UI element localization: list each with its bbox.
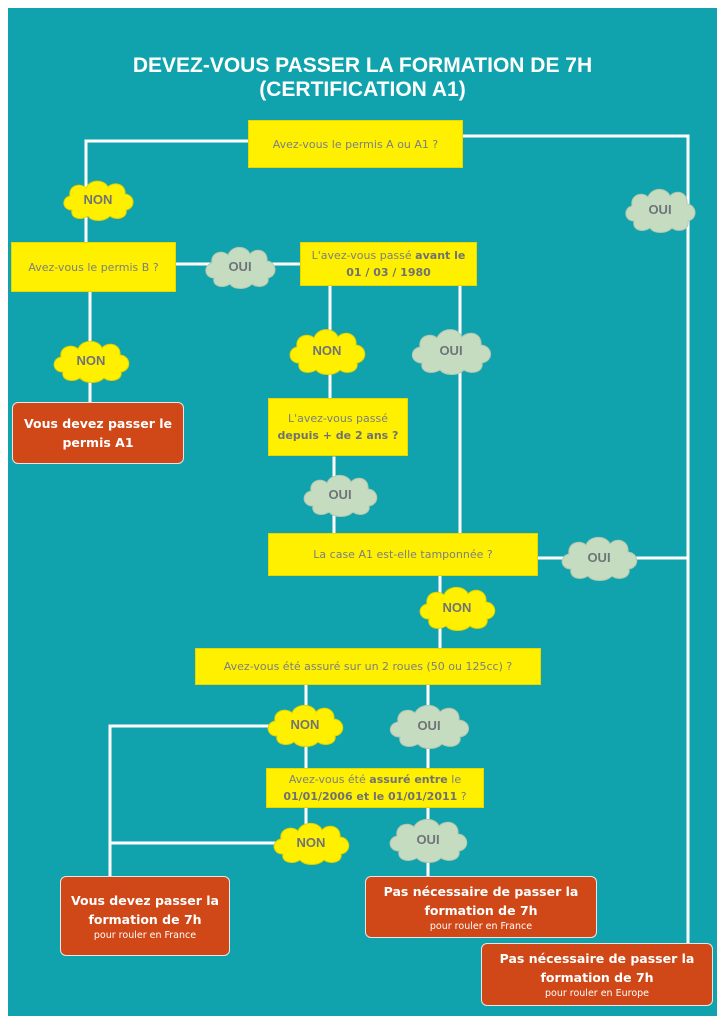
cloud-label: NON	[83, 191, 113, 207]
question-passe-avant-1980: L'avez-vous passé avant le 01 / 03 / 198…	[300, 242, 477, 286]
cloud-shape-icon	[289, 329, 366, 375]
cloud-oui-q1: OUI	[620, 184, 700, 234]
line-q6-non-to-r2	[108, 724, 308, 880]
cloud-non-q2: NON	[48, 336, 134, 384]
question-permis-a-a1: Avez-vous le permis A ou A1 ?	[248, 120, 463, 168]
flowchart-canvas: DEVEZ-VOUS PASSER LA FORMATION DE 7H (CE…	[8, 8, 717, 1016]
cloud-label: NON	[290, 716, 320, 732]
question-case-a1-tamponnee: La case A1 est-elle tamponnée ?	[268, 533, 538, 576]
cloud-shape-icon	[561, 536, 638, 581]
question-text: Avez-vous le permis B ?	[28, 260, 159, 274]
cloud-label: OUI	[439, 342, 463, 358]
cloud-shape-icon	[303, 474, 378, 517]
cloud-label: OUI	[587, 549, 611, 565]
cloud-shape-icon	[267, 704, 344, 747]
cloud-shape-icon	[205, 246, 276, 289]
cloud-label: OUI	[228, 258, 252, 274]
question-permis-b: Avez-vous le permis B ?	[11, 242, 176, 292]
question-assure-entre-2006-2011: Avez-vous été assuré entre le 01/01/2006…	[266, 768, 484, 808]
cloud-non-q6: NON	[262, 700, 348, 748]
cloud-shape-icon	[389, 818, 468, 863]
question-text: La case A1 est-elle tamponnée ?	[313, 548, 493, 561]
question-assure-2-roues: Avez-vous été assuré sur un 2 roues (50 …	[195, 648, 541, 685]
question-text: Avez-vous été assuré sur un 2 roues (50 …	[223, 660, 513, 673]
cloud-shape-icon	[273, 822, 350, 865]
cloud-label: NON	[296, 834, 326, 850]
cloud-non-q1: NON	[58, 176, 138, 222]
line-q1-right-rail	[461, 134, 690, 948]
result-passer-formation-france: Vous devez passer la formation de 7h pou…	[60, 876, 230, 956]
cloud-oui-q4: OUI	[298, 470, 382, 518]
cloud-label: OUI	[416, 831, 440, 847]
cloud-label: OUI	[328, 486, 352, 502]
cloud-oui-q5: OUI	[556, 532, 642, 582]
page-title: DEVEZ-VOUS PASSER LA FORMATION DE 7H (CE…	[8, 54, 717, 102]
cloud-shape-icon	[63, 180, 134, 221]
cloud-oui-q2: OUI	[200, 242, 280, 290]
title-line-2: (CERTIFICATION A1)	[259, 78, 466, 101]
question-text: Avez-vous le permis A ou A1 ?	[272, 137, 439, 151]
cloud-label: NON	[442, 599, 472, 615]
result-pas-necessaire-france: Pas nécessaire de passer la formation de…	[365, 876, 597, 938]
cloud-non-q3: NON	[284, 324, 370, 376]
question-passe-depuis-2-ans: L'avez-vous passé depuis + de 2 ans ?	[268, 398, 408, 456]
cloud-shape-icon	[411, 329, 491, 375]
question-text: L'avez-vous passé avant le 01 / 03 / 198…	[311, 249, 466, 279]
cloud-shape-icon	[419, 586, 496, 631]
result-pas-necessaire-europe: Pas nécessaire de passer la formation de…	[481, 943, 713, 1006]
title-line-1: DEVEZ-VOUS PASSER LA FORMATION DE 7H	[132, 54, 593, 77]
cloud-label: NON	[76, 352, 106, 368]
cloud-label: NON	[312, 342, 342, 358]
question-text: Avez-vous été assuré entre le 01/01/2006…	[283, 773, 467, 803]
question-text: L'avez-vous passé depuis + de 2 ans ?	[277, 412, 399, 442]
cloud-shape-icon	[389, 704, 469, 749]
cloud-label: OUI	[648, 201, 672, 217]
cloud-oui-q7: OUI	[384, 814, 472, 864]
cloud-shape-icon	[625, 188, 696, 233]
cloud-oui-q3: OUI	[406, 324, 496, 376]
cloud-non-q5: NON	[414, 582, 500, 632]
result-passer-permis-a1: Vous devez passer le permis A1	[12, 402, 184, 464]
cloud-non-q7: NON	[268, 818, 354, 866]
cloud-shape-icon	[53, 340, 130, 383]
cloud-oui-q6: OUI	[384, 700, 474, 750]
cloud-label: OUI	[417, 717, 441, 733]
